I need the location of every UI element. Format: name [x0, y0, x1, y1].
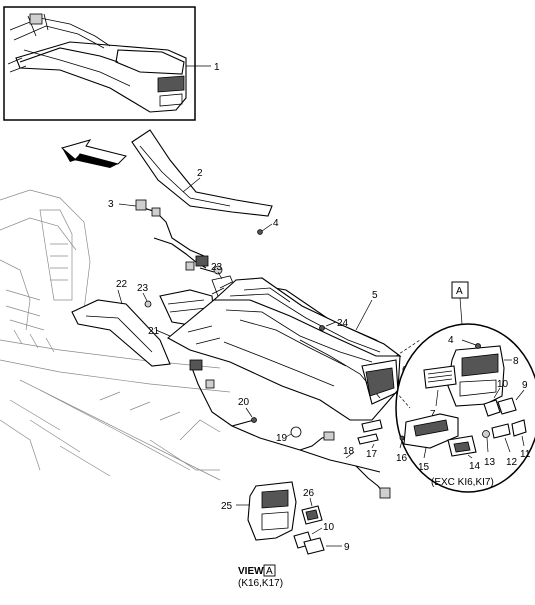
callout-1: 1	[214, 62, 220, 73]
callout-24: 24	[337, 318, 349, 329]
view-caption-sub: (K16,K17)	[238, 578, 283, 589]
detail-leader-lines	[395, 339, 421, 409]
bezel-25	[247, 481, 297, 541]
console-trim-panel: 2	[131, 129, 273, 217]
cap-11	[511, 419, 527, 437]
callout-7: 7	[430, 409, 436, 420]
view-caption-letter: A	[266, 566, 273, 577]
callout-20: 20	[238, 397, 250, 408]
socket-12	[491, 423, 511, 439]
callout-26: 26	[303, 488, 315, 499]
console-front-vent	[365, 367, 395, 397]
callout-9b: 9	[344, 542, 350, 553]
callout-25: 25	[221, 501, 233, 512]
callout-8: 8	[513, 356, 519, 367]
callout-17: 17	[366, 449, 378, 460]
wiring-harness-upper: 3	[108, 199, 223, 275]
view-a-k16-k17: 25 26 10 9 VIEW A (K16,K17)	[221, 481, 350, 589]
screw-upper: 4	[257, 218, 279, 235]
callout-15: 15	[418, 462, 430, 473]
fastener-24: 24	[319, 318, 349, 331]
callout-21: 21	[148, 326, 160, 337]
callout-18: 18	[343, 446, 355, 457]
inset-vent	[157, 75, 185, 93]
callout-5: 5	[372, 290, 378, 301]
callout-4b: 4	[448, 335, 454, 346]
console-inset: 1	[3, 6, 220, 121]
callout-19: 19	[276, 433, 288, 444]
callout-4: 4	[273, 218, 279, 229]
socket-10	[483, 399, 501, 417]
ring-13	[482, 430, 490, 438]
view-caption-word: VIEW	[238, 566, 264, 577]
callout-3: 3	[108, 199, 114, 210]
detail-caption: (EXC KI6,KI7)	[431, 477, 494, 488]
view-a-marker-letter: A	[456, 286, 463, 297]
callout-13: 13	[484, 457, 496, 468]
callout-9: 9	[522, 380, 528, 391]
front-direction-arrow-icon	[60, 139, 127, 168]
wiring-harness-lower: 20 19 18	[189, 359, 391, 499]
callout-16: 16	[396, 453, 408, 464]
callout-2: 2	[197, 168, 203, 179]
callout-23b: 23	[211, 262, 223, 273]
callout-12: 12	[506, 457, 518, 468]
detail-view-circle: A 8 4 7 16 15 14 10 9	[395, 281, 535, 493]
vent-7	[423, 365, 457, 389]
instrument-panel-background	[0, 189, 231, 481]
clip-23-left: 23	[137, 283, 152, 308]
clip-17: 17	[357, 419, 383, 460]
callout-11: 11	[520, 449, 531, 460]
callout-10: 10	[497, 379, 509, 390]
side-bracket: 22	[71, 279, 171, 367]
callout-14: 14	[469, 461, 481, 472]
callout-23: 23	[137, 283, 149, 294]
callout-10b: 10	[323, 522, 335, 533]
floor-console-main: 5	[167, 277, 402, 421]
callout-22: 22	[116, 279, 128, 290]
inset-armrest	[115, 49, 185, 75]
cap-9	[497, 397, 517, 415]
cap-9b	[303, 537, 325, 555]
